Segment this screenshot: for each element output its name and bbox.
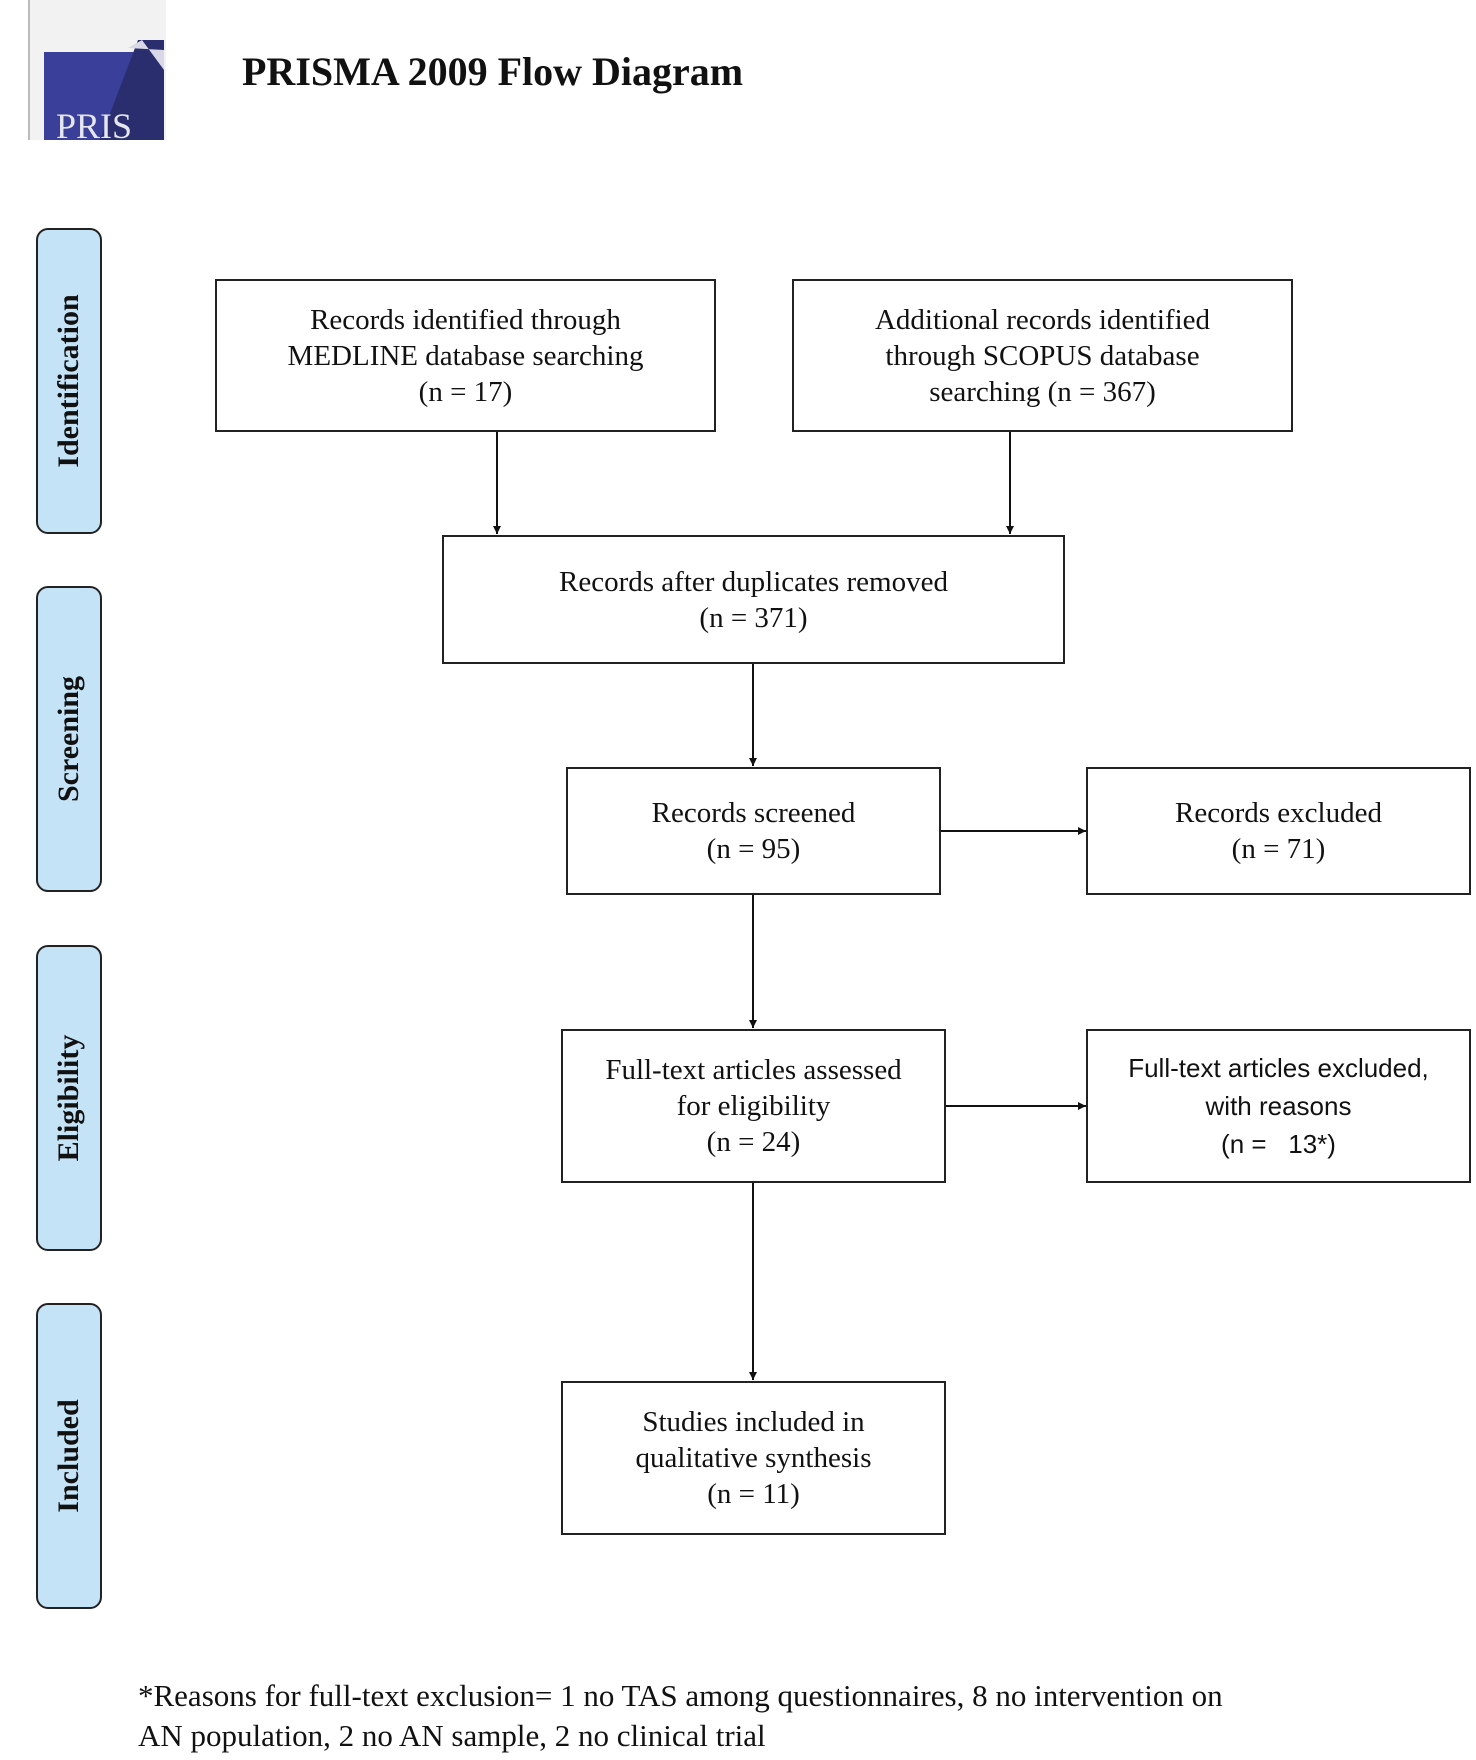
box-line: Additional records identified (874, 303, 1210, 336)
box-fulltext-excluded: Full-text articles excluded, with reason… (1086, 1029, 1471, 1183)
box-line: Full-text articles assessed (605, 1054, 902, 1086)
footnote: *Reasons for full-text exclusion= 1 no T… (138, 1676, 1458, 1756)
box-records-excluded: Records excluded (n = 71) (1086, 767, 1471, 895)
box-line: (n = 371) (699, 601, 808, 634)
box-studies-included: Studies included in qualitative synthesi… (561, 1381, 946, 1535)
prisma-logo: PRIS (28, 0, 166, 140)
box-line: through SCOPUS database (885, 339, 1200, 372)
phase-eligibility: Eligibility (36, 945, 102, 1251)
box-line: (n = 17) (418, 375, 513, 408)
box-line: Records identified through (310, 303, 621, 336)
box-line: Studies included in (642, 1406, 865, 1438)
box-line: Full-text articles excluded, (1128, 1053, 1429, 1083)
box-line: MEDLINE database searching (287, 339, 644, 372)
logo-text: PRIS (56, 106, 132, 140)
phase-screening: Screening (36, 586, 102, 892)
box-scopus-records: Additional records identified through SC… (792, 279, 1293, 432)
box-records-screened: Records screened (n = 95) (566, 767, 941, 895)
phase-included: Included (36, 1303, 102, 1609)
phase-identification: Identification (36, 228, 102, 534)
box-fulltext-assessed: Full-text articles assessed for eligibil… (561, 1029, 946, 1183)
box-line: with reasons (1205, 1091, 1352, 1121)
box-medline-records: Records identified through MEDLINE datab… (215, 279, 716, 432)
box-line: (n = 24) (706, 1126, 801, 1158)
box-line: (n = 71) (1231, 833, 1326, 865)
box-line: (n = 11) (707, 1478, 800, 1510)
box-line: (n = 13*) (1221, 1129, 1336, 1159)
box-line: Records excluded (1175, 797, 1382, 829)
footnote-line: *Reasons for full-text exclusion= 1 no T… (138, 1678, 1223, 1713)
box-line: Records screened (651, 797, 856, 829)
box-line: for eligibility (676, 1090, 831, 1122)
box-line: searching (n = 367) (929, 375, 1156, 408)
box-line: (n = 95) (706, 833, 801, 865)
page-title: PRISMA 2009 Flow Diagram (242, 49, 744, 94)
box-line: Records after duplicates removed (559, 565, 948, 598)
box-line: qualitative synthesis (635, 1442, 872, 1474)
footnote-line: AN population, 2 no AN sample, 2 no clin… (138, 1718, 766, 1753)
box-duplicates-removed: Records after duplicates removed (n = 37… (442, 535, 1065, 664)
